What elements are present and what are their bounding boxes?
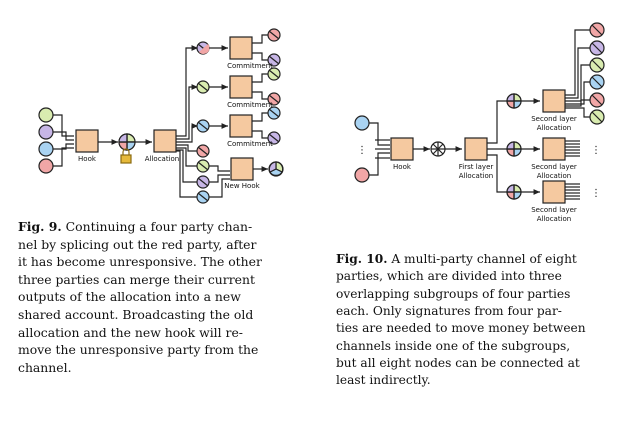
fig10-ellipsis-row3: ⋮ bbox=[591, 188, 601, 199]
fig10-caption-line-5: ties are needed to move money between bbox=[336, 321, 586, 336]
fig10-hook-box bbox=[390, 137, 414, 161]
fig10-caption-line-6: channels inside one of the subgroups, bbox=[336, 338, 571, 353]
fig10-ellipsis-left: ⋮ bbox=[357, 145, 367, 156]
fig10-diagram bbox=[354, 22, 605, 204]
fig10-second-layer-label-1b: Allocation bbox=[537, 124, 572, 132]
fig9-commitment-label-2: Commitment bbox=[227, 101, 273, 109]
fig10-second-layer-label-2b: Allocation bbox=[537, 172, 572, 180]
fig10-caption-line-3: overlapping subgroups of four parties bbox=[336, 286, 571, 301]
fig9-caption-label: Fig. 9. bbox=[18, 219, 62, 234]
fig9-caption-line-9: channel. bbox=[18, 359, 72, 375]
fig10-caption-line-2: parties, which are divided into three bbox=[336, 269, 562, 284]
fig9-caption-line-3: it has become unresponsive. The other bbox=[18, 254, 262, 270]
fig9-hook-label: Hook bbox=[78, 155, 97, 163]
fig9-party-blue bbox=[38, 141, 54, 157]
fig9-commitment-row-3 bbox=[196, 106, 281, 145]
fig9-caption-line-2: nel by splicing out the red party, after bbox=[18, 236, 257, 252]
fig10-second-layer-1 bbox=[506, 22, 605, 125]
fig10-first-layer-label-2: Allocation bbox=[459, 172, 494, 180]
fig9-commitment-label-3: Commitment bbox=[227, 140, 273, 148]
fig10-first-layer-box bbox=[464, 137, 488, 161]
fig9-new-hook-label: New Hook bbox=[224, 182, 260, 190]
fig10-hook-label: Hook bbox=[393, 163, 412, 171]
fig9-commitment-row-2 bbox=[196, 67, 281, 106]
fig9-party-red bbox=[38, 158, 54, 174]
fig10-second-layer-3 bbox=[506, 180, 580, 204]
fig9-new-hook-group bbox=[196, 144, 284, 204]
fig10-second-layer-label-1a: Second layer bbox=[531, 115, 577, 123]
lock-icon bbox=[120, 148, 132, 164]
fig9-caption-line-1: Fig. 9. Continuing a four party chan- bbox=[18, 219, 253, 234]
fig9-allocation-box bbox=[153, 129, 177, 153]
fig9-new-hook-box bbox=[230, 157, 254, 181]
fig9-commitment-label-1: Commitment bbox=[227, 62, 273, 70]
fig9-caption-line-5: outputs of the allocation into a new bbox=[18, 289, 241, 305]
fig10-second-layer-2 bbox=[506, 137, 580, 161]
fig10-caption-line-4: each. Only signatures from four par- bbox=[336, 303, 562, 318]
fig10-party-red bbox=[354, 167, 370, 183]
fig10-caption-label: Fig. 10. bbox=[336, 252, 388, 266]
fig10-multiparty-circle bbox=[430, 141, 446, 157]
fig9-party-purple bbox=[38, 124, 54, 140]
fig9-party-green bbox=[38, 107, 54, 123]
fig10-ellipsis-row2: ⋮ bbox=[591, 145, 601, 156]
fig9-merged-circle bbox=[118, 133, 136, 151]
fig10-first-layer-label-1: First layer bbox=[459, 163, 494, 171]
fig9-diagram bbox=[38, 28, 284, 204]
fig10-caption-line-8: least indirectly. bbox=[336, 373, 431, 388]
fig10-second-layer-label-3a: Second layer bbox=[531, 206, 577, 214]
fig9-caption-line-6: shared account. Broadcasting the old bbox=[18, 307, 254, 323]
fig9-caption-line-4: three parties can merge their current bbox=[18, 271, 255, 287]
fig9-caption: Fig. 9. Continuing a four party chan- ne… bbox=[18, 218, 318, 376]
fig10-second-layer-label-3b: Allocation bbox=[537, 215, 572, 223]
fig9-allocation-label: Allocation bbox=[145, 155, 180, 163]
fig9-commitment-row-1 bbox=[196, 28, 281, 67]
fig10-caption: Fig. 10. A multi-party channel of eight … bbox=[336, 251, 632, 390]
fig10-caption-line-7: but all eight nodes can be connected at bbox=[336, 355, 580, 370]
fig10-caption-line-1: Fig. 10. A multi-party channel of eight bbox=[336, 252, 577, 266]
fig9-caption-line-8: move the unresponsive party from the bbox=[18, 342, 259, 358]
fig9-hook-box bbox=[75, 129, 99, 153]
fig10-second-layer-label-2a: Second layer bbox=[531, 163, 577, 171]
fig10-party-blue bbox=[354, 115, 370, 131]
fig9-caption-line-7: allocation and the new hook will re- bbox=[18, 324, 243, 340]
